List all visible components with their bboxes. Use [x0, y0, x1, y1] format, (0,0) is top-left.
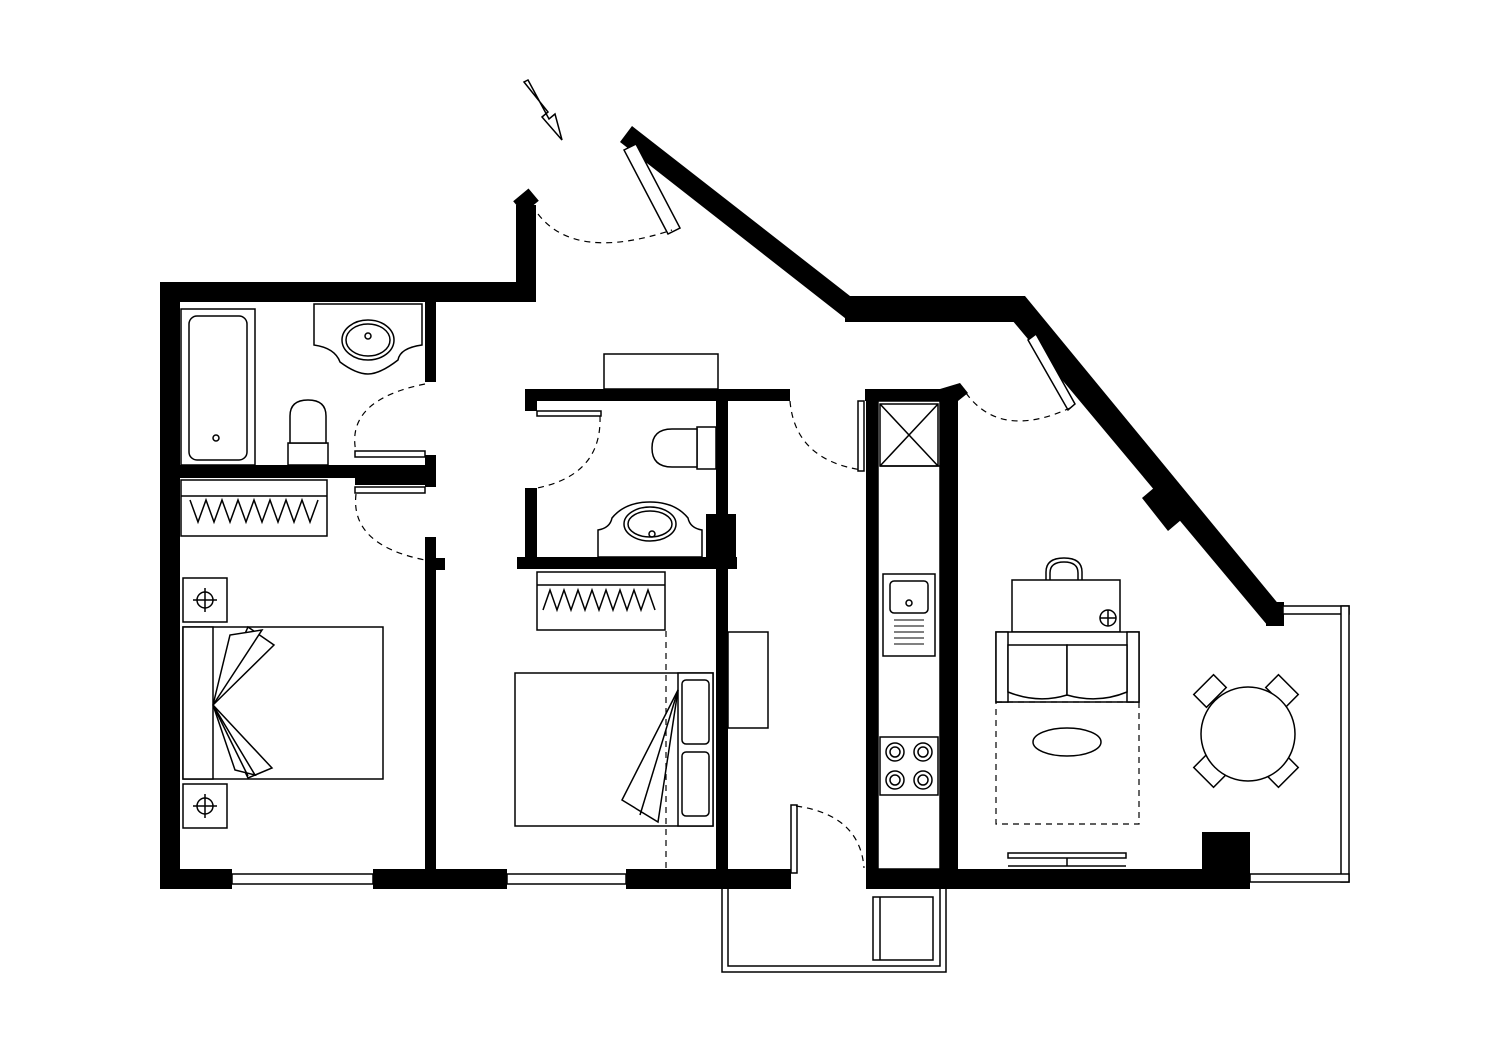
entrance-door	[537, 143, 682, 244]
bath2-door	[536, 410, 602, 489]
interior-walls	[180, 302, 968, 869]
toilet-icon	[287, 399, 329, 466]
sink-icon	[313, 303, 423, 375]
rug	[995, 701, 1140, 825]
doors	[354, 143, 1076, 874]
tv-unit-icon	[1007, 852, 1127, 867]
chair-icon	[1192, 673, 1228, 709]
sink-icon	[597, 501, 703, 558]
bathroom-door	[354, 383, 426, 458]
kitchen-door	[789, 400, 865, 472]
sofa-icon	[995, 631, 1140, 703]
cooktop-icon	[879, 736, 939, 796]
exterior-walls	[160, 126, 1285, 889]
balcony-door	[790, 804, 865, 874]
toilet-icon	[651, 426, 717, 470]
bathtub-icon	[180, 308, 256, 466]
wardrobe-icon	[180, 479, 328, 537]
kitchen-sink-icon	[882, 573, 936, 657]
entrance-arrow-icon	[522, 79, 563, 141]
hall-desk	[727, 631, 769, 729]
lamp-icon	[182, 577, 228, 623]
bedroom1-door	[354, 486, 426, 561]
dining-table-icon	[1192, 673, 1300, 789]
windows	[231, 605, 1350, 885]
lamp-icon	[182, 783, 228, 829]
bed-icon	[182, 625, 384, 780]
balcony	[721, 889, 947, 973]
bed-icon	[514, 672, 714, 827]
wardrobe-icon	[536, 571, 666, 631]
hall-cabinet	[603, 353, 719, 390]
living-door	[965, 332, 1076, 422]
coffee-table	[1032, 727, 1102, 757]
lamp-icon	[1011, 557, 1121, 633]
